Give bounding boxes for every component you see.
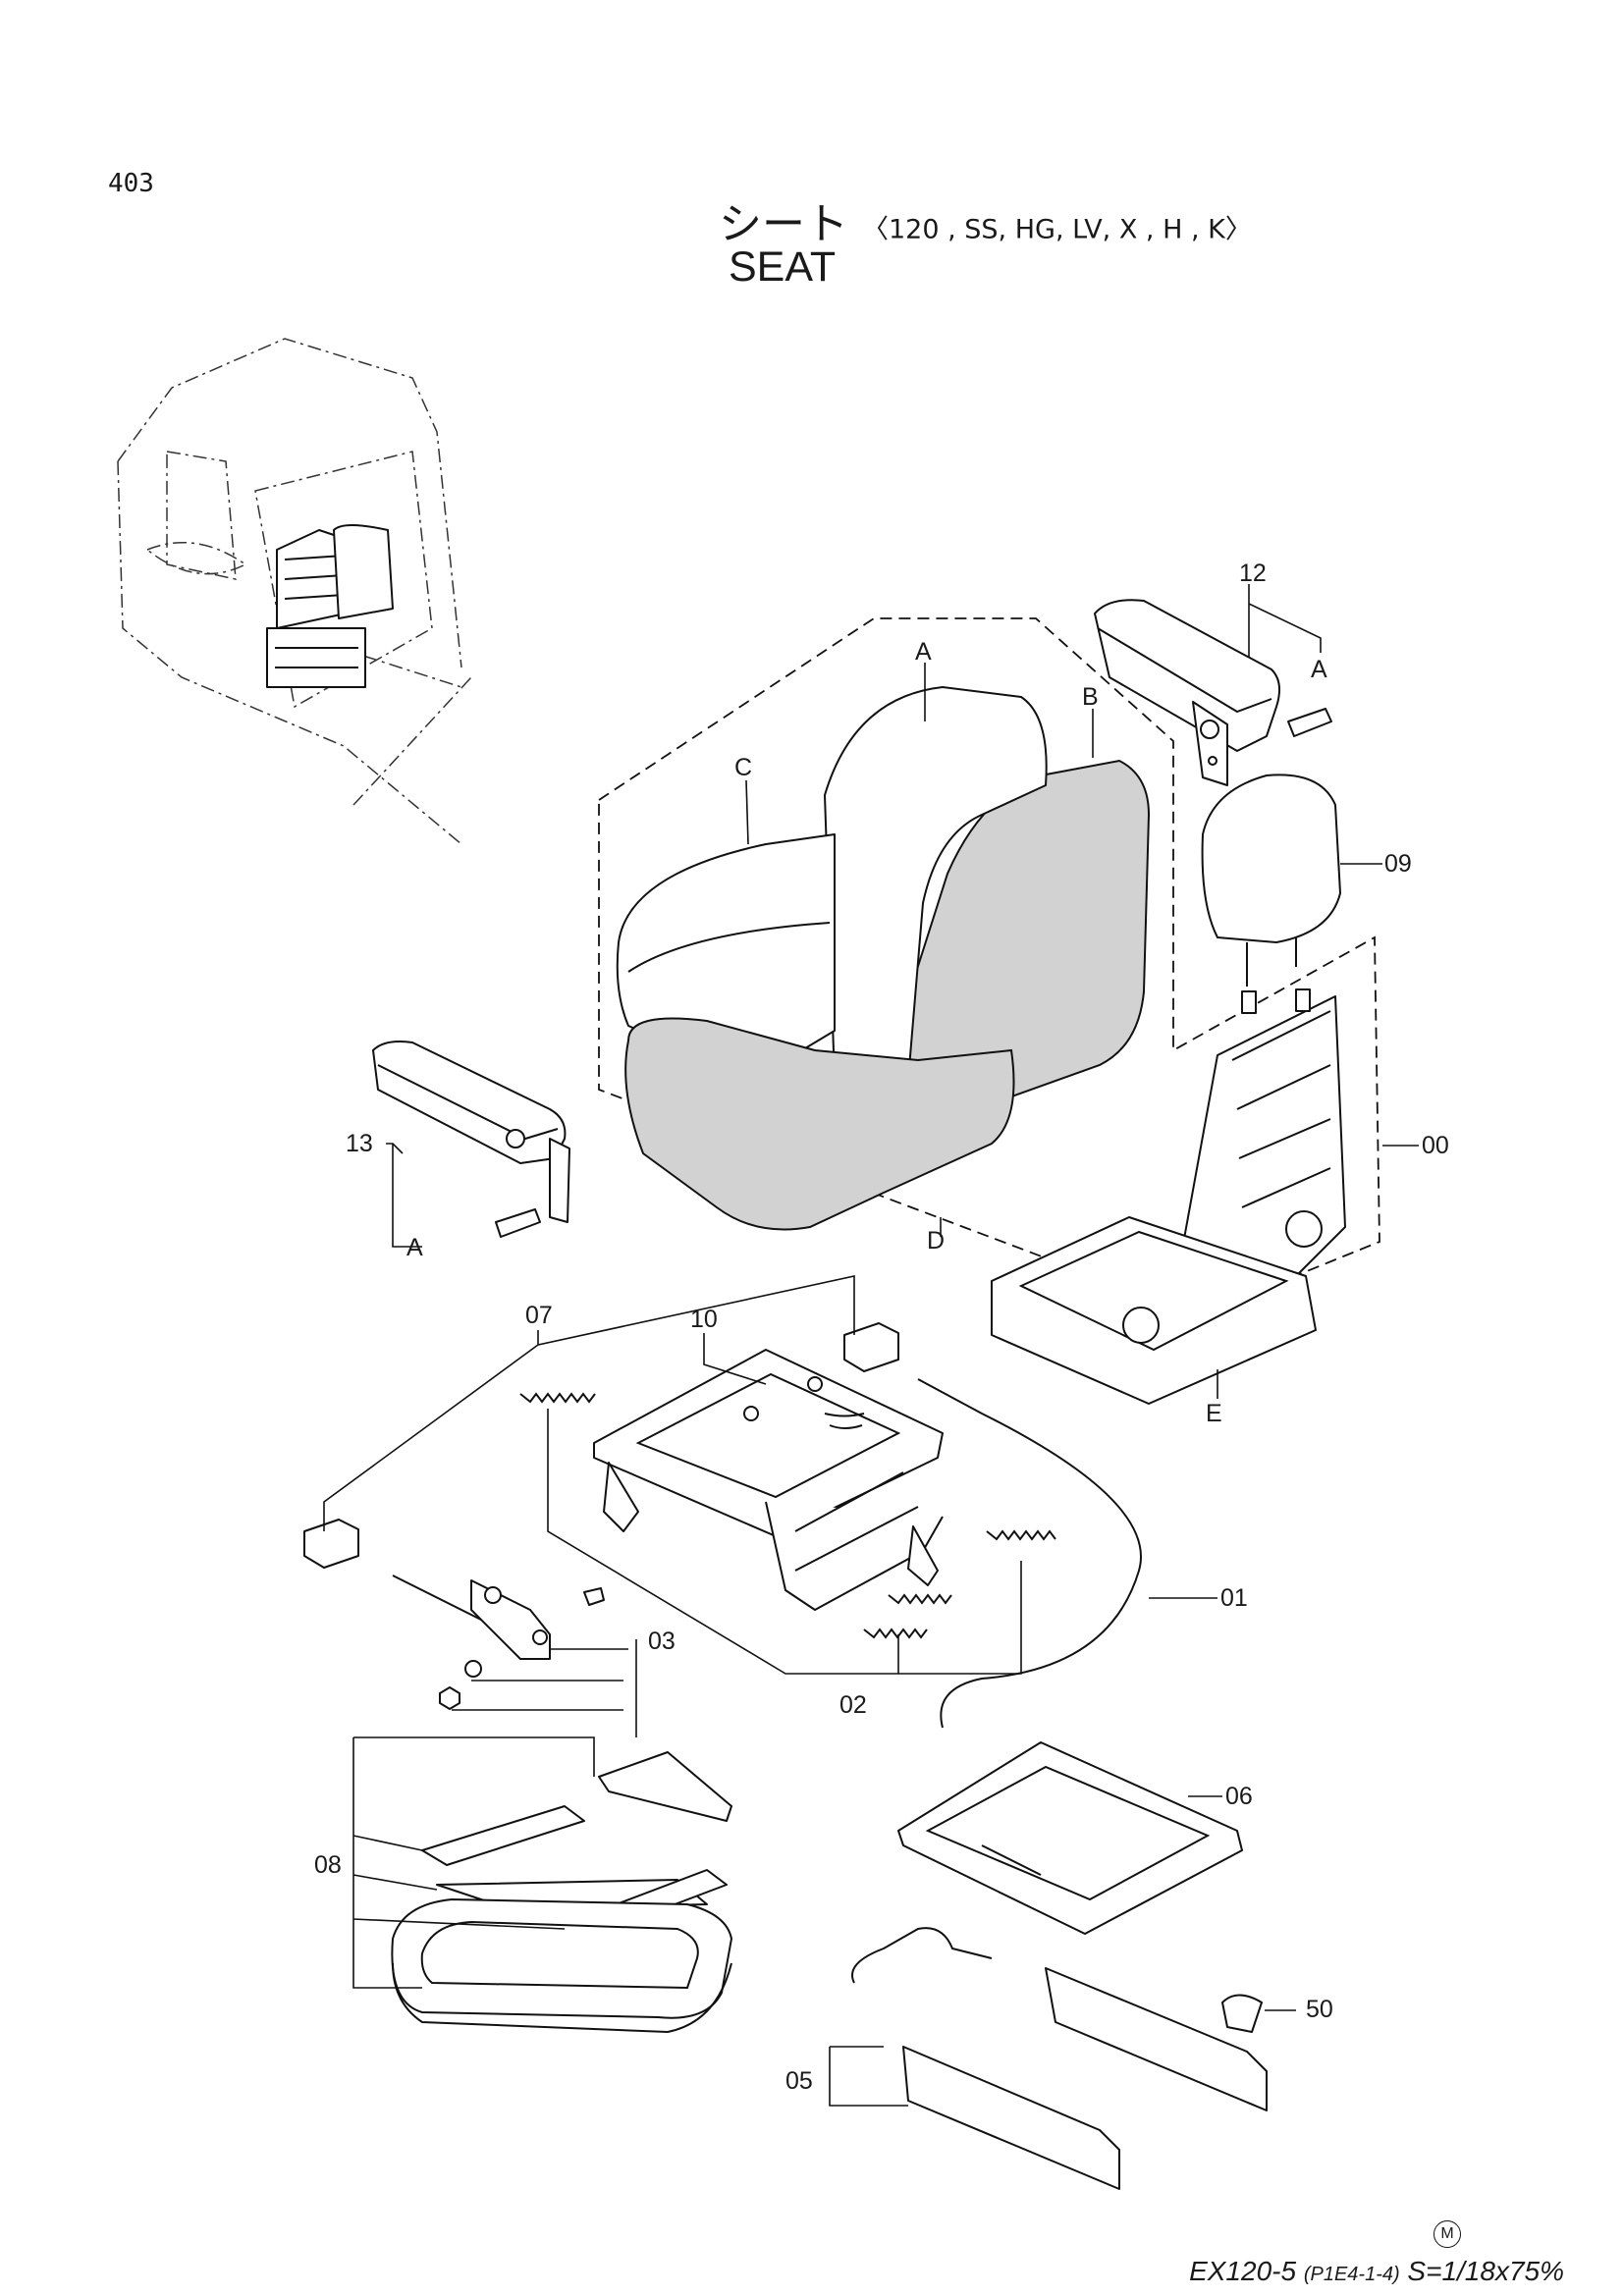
callout-03: 03: [648, 1628, 676, 1655]
lever-handle-right: [843, 1322, 899, 1372]
page-number: 403: [108, 169, 154, 198]
title-jp-text: シート: [719, 199, 848, 249]
callout-A: A: [1311, 656, 1327, 683]
callout-12: 12: [1239, 560, 1267, 587]
manufacturer-mark: M: [1434, 2220, 1461, 2248]
callout-10: 10: [690, 1306, 718, 1333]
springs: [519, 1392, 1056, 1639]
headrest: [1201, 774, 1341, 987]
cab-overview-illustration: [117, 338, 472, 845]
callout-08: 08: [314, 1851, 342, 1879]
callout-05: 05: [785, 2067, 813, 2095]
leader-lines: [323, 584, 1419, 2107]
slide-base-plate: [897, 1741, 1243, 1935]
armrest-right: [1094, 599, 1332, 786]
callout-A: A: [406, 1234, 423, 1261]
footer-model: EX120-5: [1189, 2256, 1297, 2286]
callout-01: 01: [1220, 1584, 1248, 1612]
callout-C: C: [734, 754, 752, 781]
seat-upper: [616, 686, 1048, 1081]
callout-D: D: [927, 1227, 945, 1255]
callout-07: 07: [525, 1302, 553, 1329]
bracket-hardware: [392, 1575, 605, 1710]
mounting-brackets: [391, 1751, 732, 2034]
slide-frame: [593, 1349, 944, 1611]
callout-02: 02: [839, 1691, 867, 1719]
callout-50: 50: [1306, 1996, 1333, 2023]
lever-handle-left: [303, 1519, 359, 1569]
title-models: 〈120 , SS, HG, LV, X , H , K〉: [862, 214, 1252, 245]
callout-A: A: [915, 638, 932, 666]
callout-E: E: [1206, 1400, 1222, 1427]
callout-B: B: [1082, 683, 1099, 711]
armrest-left: [372, 1041, 570, 1238]
footer-code: (P1E4-1-4): [1303, 2264, 1400, 2285]
footer-scale: S=1/18x75%: [1407, 2256, 1564, 2286]
callout-06: 06: [1225, 1783, 1253, 1810]
title-japanese: シート 〈120 , SS, HG, LV, X , H , K〉: [719, 188, 1252, 251]
callout-13: 13: [346, 1130, 373, 1157]
seat-cushion: [624, 1017, 1015, 1231]
callout-00: 00: [1422, 1132, 1449, 1159]
seat-frame: [991, 988, 1346, 1405]
footer-model-code: EX120-5 (P1E4-1-4) S=1/18x75%: [1189, 2256, 1564, 2287]
title-english: SEAT: [729, 243, 837, 291]
release-cable: [917, 1378, 1142, 1729]
callout-09: 09: [1384, 850, 1412, 878]
slide-rails: [851, 1927, 1268, 2190]
seat-assembly-boundary: [598, 617, 1380, 1316]
